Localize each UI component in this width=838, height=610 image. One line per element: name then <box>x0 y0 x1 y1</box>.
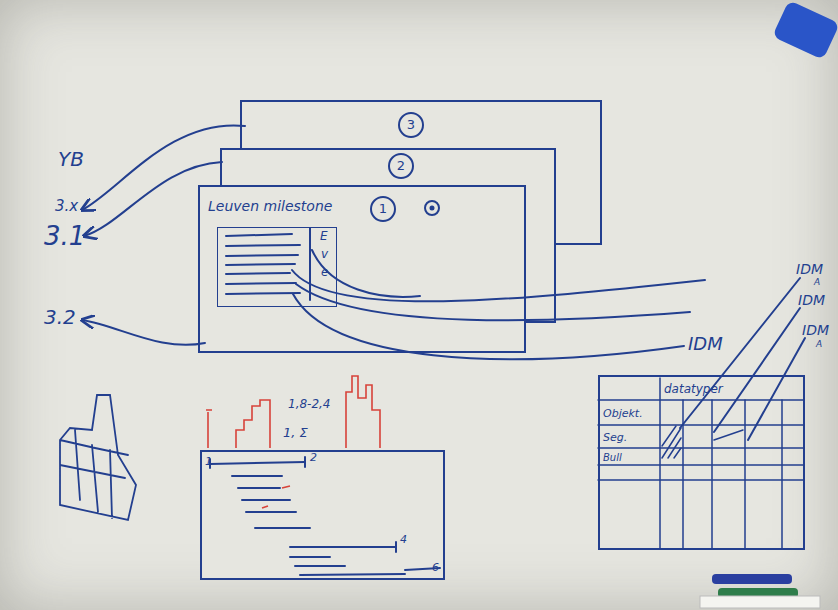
red-mark <box>262 486 290 508</box>
marker <box>718 588 798 598</box>
circled-dot <box>431 207 434 210</box>
column-letter: E <box>320 230 328 243</box>
list-lines <box>226 234 300 294</box>
red-histogram <box>236 400 270 448</box>
system-label: IDM <box>802 323 829 338</box>
leader-line <box>680 278 805 440</box>
data-table: datatyperObjekt. Seg. Bull <box>598 375 805 550</box>
column-letter: e <box>321 266 328 279</box>
table-header: datatyper <box>664 383 723 396</box>
tick-number: 2 <box>310 452 317 464</box>
range-note: 1,8-2,4 <box>288 398 331 411</box>
callout-number: 1 <box>370 196 396 222</box>
list-divider <box>309 228 311 300</box>
marker-tray <box>700 596 820 608</box>
leader-line <box>312 250 420 297</box>
table-columns <box>660 378 782 548</box>
version-number: 3.x <box>55 198 78 215</box>
version-number: 3.1 <box>44 222 85 251</box>
timeline-box: 1 2 4 6 <box>200 450 445 580</box>
system-label: A <box>816 340 822 350</box>
red-bar <box>206 410 212 448</box>
sum-note: 1, Σ <box>283 426 308 440</box>
callout-number: 2 <box>388 153 414 179</box>
leader-line <box>82 320 205 345</box>
column-letter: v <box>321 248 328 261</box>
callout-number: 3 <box>398 112 424 138</box>
red-histogram <box>346 376 380 448</box>
list-box: Eve <box>217 227 337 307</box>
row-label: Objekt. <box>603 408 643 420</box>
leader-line <box>84 162 222 236</box>
eraser <box>772 0 838 60</box>
marker <box>712 574 792 584</box>
system-label: IDM <box>798 293 825 308</box>
version-label: YB <box>58 148 84 170</box>
system-label: A <box>814 278 820 288</box>
system-label: IDM <box>796 262 823 277</box>
table-rows <box>598 400 803 480</box>
tick-number: 1 <box>205 456 212 468</box>
page-sheet: Leuven milestone 1Eve <box>198 185 526 353</box>
timeline-bars <box>210 462 440 575</box>
leader-line <box>296 284 690 320</box>
leader-line <box>293 294 684 359</box>
page-title: Leuven milestone <box>208 199 332 214</box>
leader-line <box>82 125 245 210</box>
circled-dot <box>425 201 439 215</box>
timeline-ticks <box>210 457 396 552</box>
leader-line <box>292 270 705 301</box>
tick-number: 4 <box>400 534 407 546</box>
system-label: IDM <box>688 334 723 354</box>
hatched-cell <box>662 426 743 458</box>
row-label: Seg. <box>603 432 627 444</box>
cube-sketch <box>60 395 136 520</box>
tick-number: 6 <box>432 562 439 574</box>
version-number: 3.2 <box>44 306 76 328</box>
row-label: Bull <box>603 452 622 463</box>
